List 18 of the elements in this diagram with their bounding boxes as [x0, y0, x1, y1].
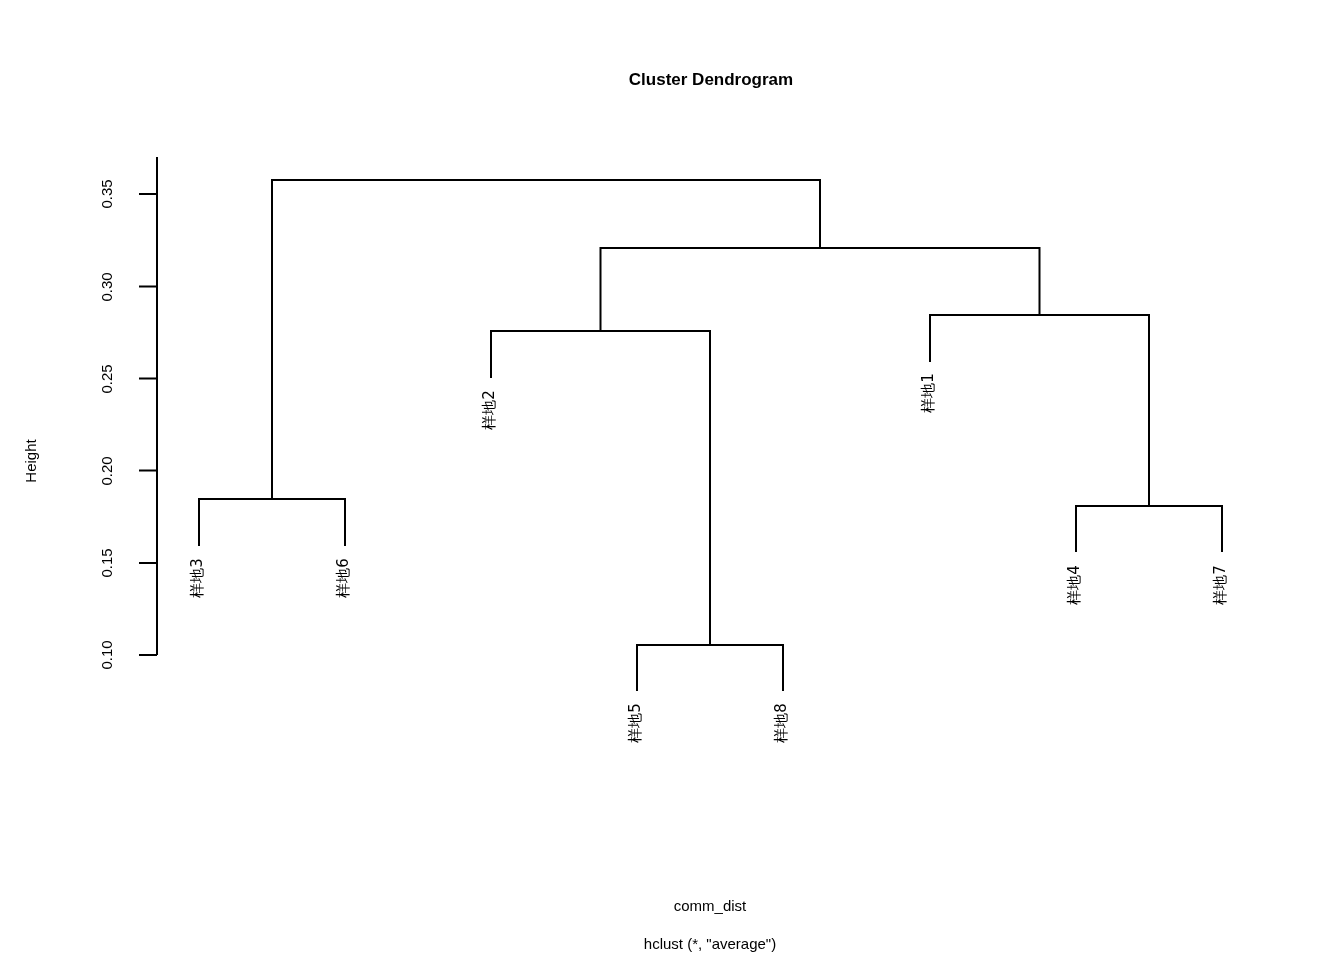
tick-label: 0.25: [97, 363, 115, 394]
axis-title: Height: [21, 439, 39, 483]
tick-label: 0.10: [97, 640, 115, 670]
leaf-label: 样地8: [772, 703, 790, 743]
leaf-label: 样地2: [480, 390, 498, 430]
leaf-label: 样地1: [919, 373, 937, 413]
chart-title: Cluster Dendrogram: [628, 70, 794, 88]
tick-label: 0.20: [97, 455, 115, 486]
subtitle: hclust (*, "average"): [643, 934, 777, 952]
axis-title: comm_dist: [673, 896, 747, 914]
tick-label: 0.30: [97, 271, 115, 302]
leaf-label: 样地7: [1211, 565, 1229, 605]
leaf-label: 样地3: [188, 558, 206, 598]
leaf-label: 样地4: [1065, 565, 1083, 605]
leaf-label: 样地6: [334, 558, 352, 598]
leaf-label: 样地5: [626, 703, 644, 743]
tick-label: 0.15: [97, 548, 115, 578]
tick-label: 0.35: [97, 179, 115, 209]
